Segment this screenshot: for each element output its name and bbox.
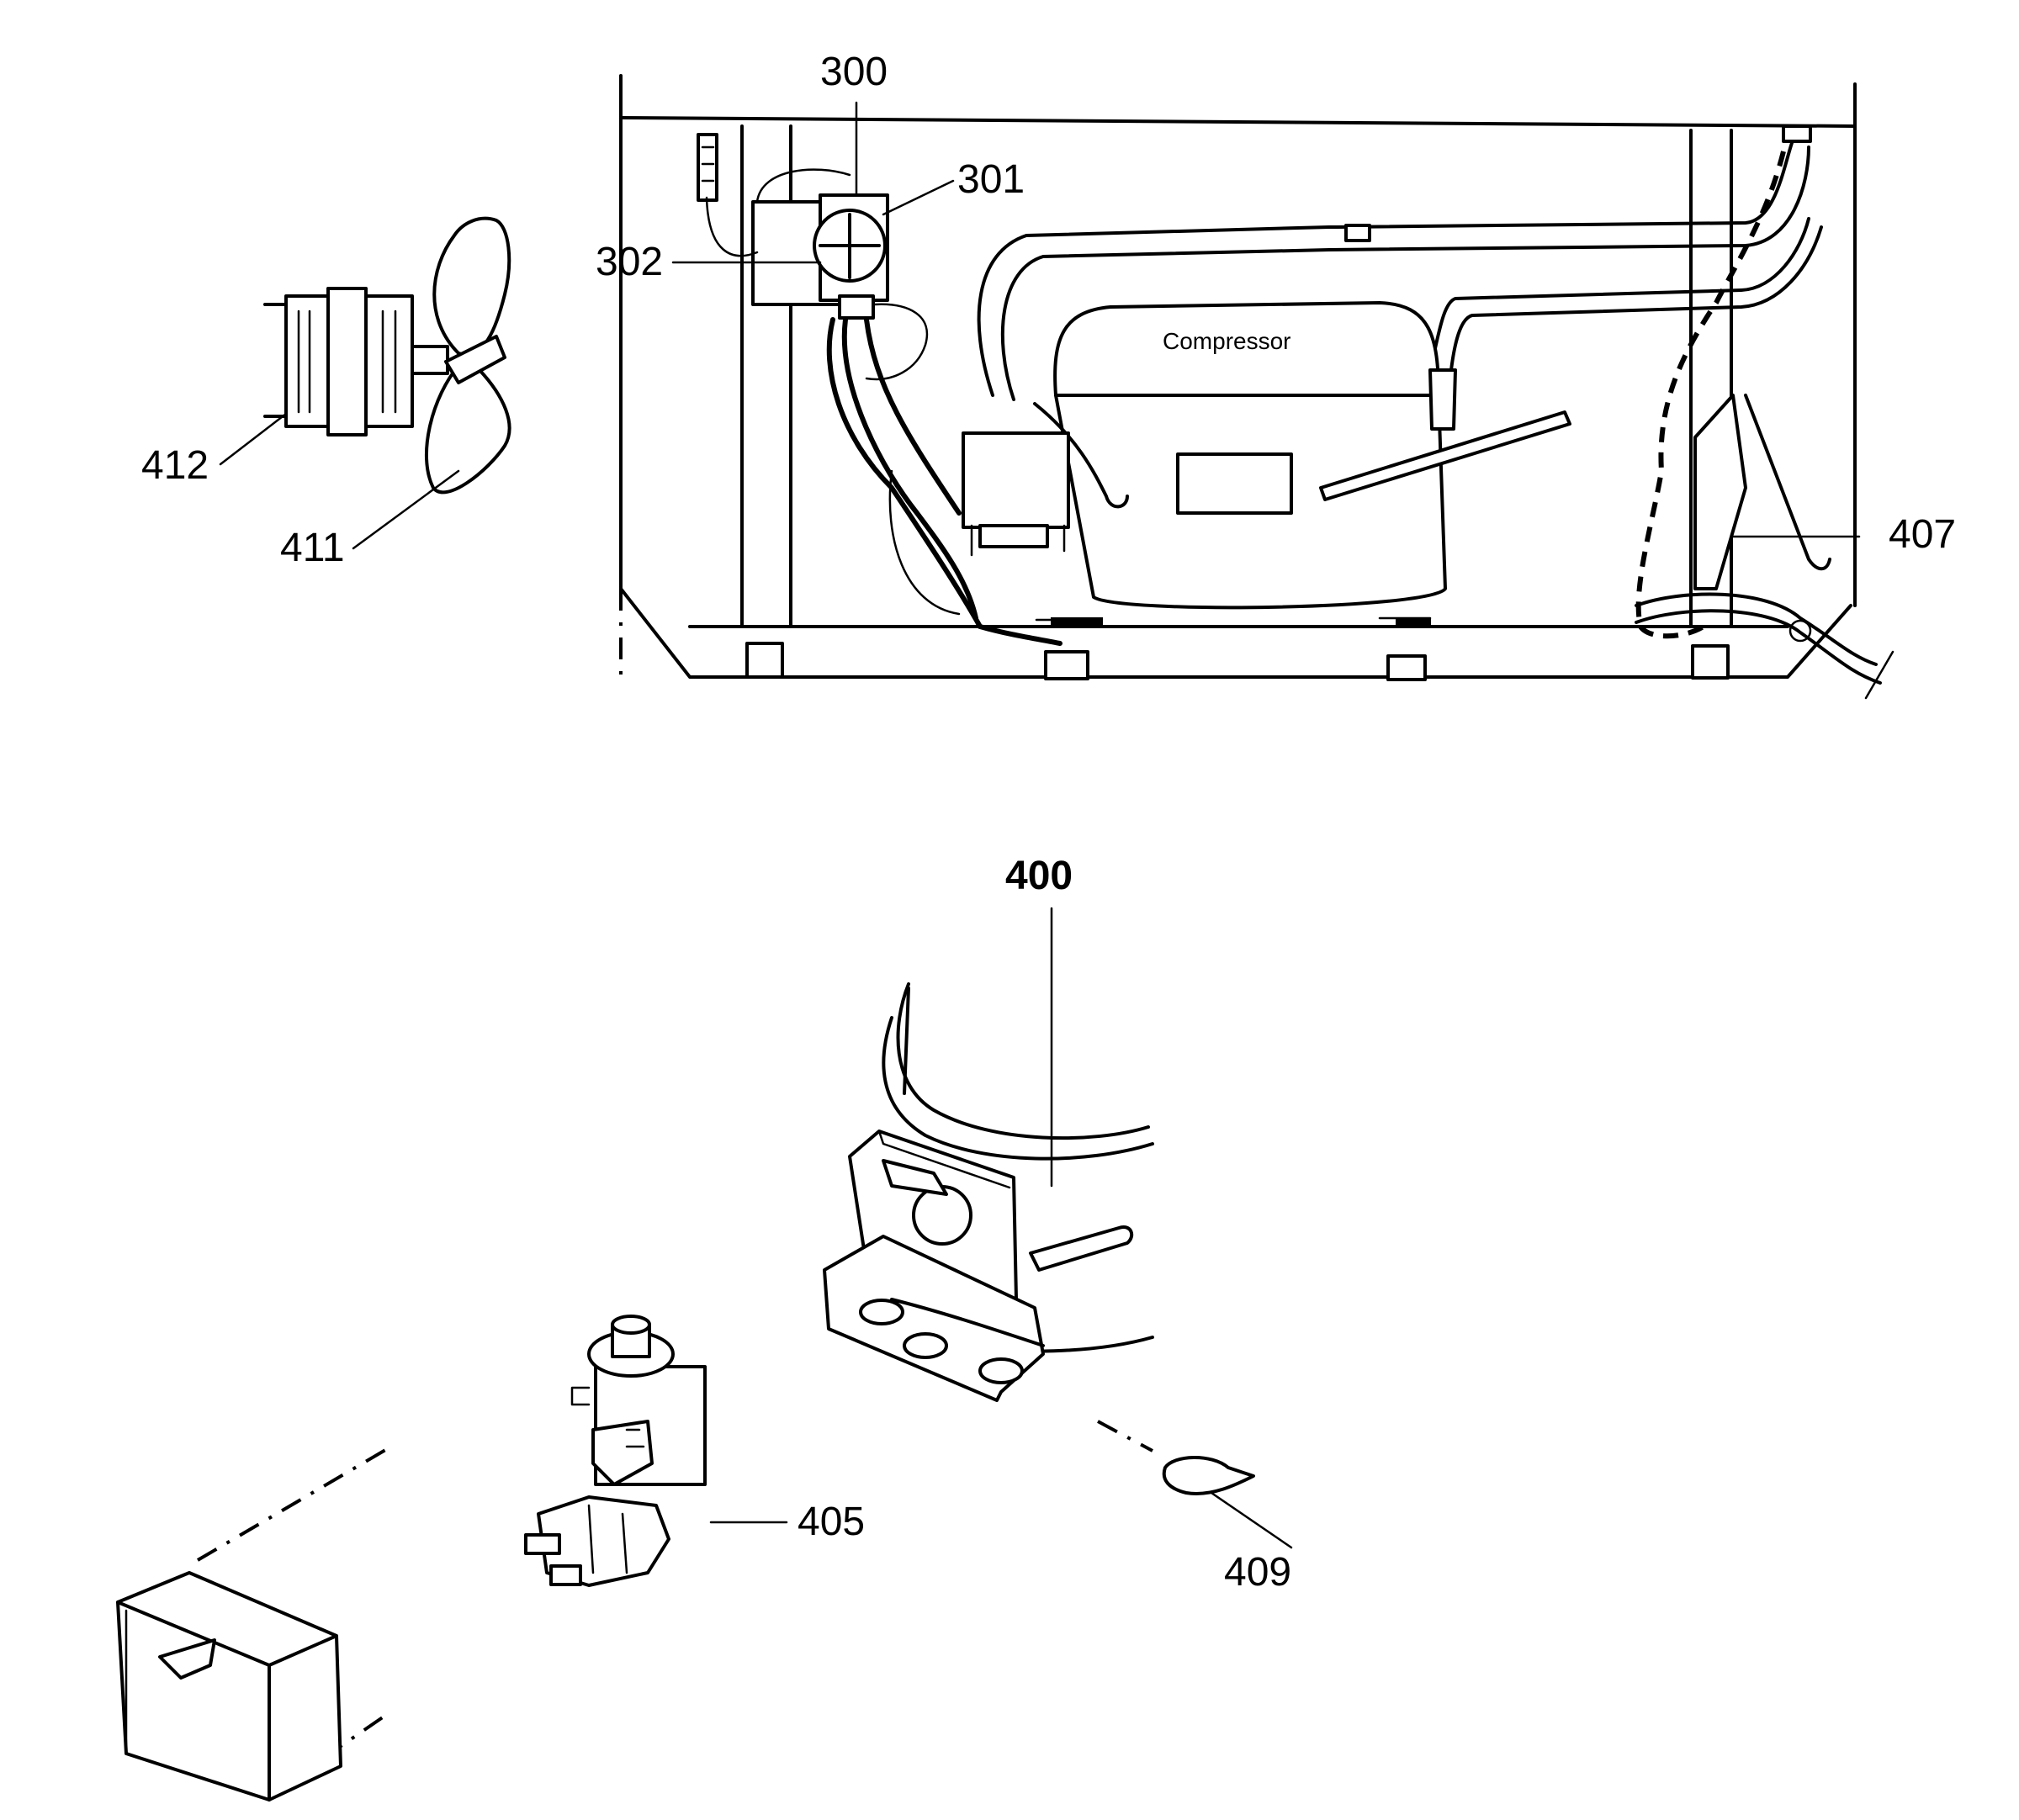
- water-valve: [524, 1315, 707, 1587]
- part-number-302: 302: [596, 240, 664, 284]
- part-number-400: 400: [1005, 854, 1073, 898]
- part-number-300: 300: [820, 50, 888, 94]
- compressor-detail: [823, 982, 1154, 1402]
- part-number-409: 409: [1224, 1550, 1292, 1595]
- fan-motor-assembly: [263, 216, 511, 495]
- part-number-411: 411: [280, 526, 345, 570]
- leader-lines: [219, 101, 1861, 1549]
- part-number-405: 405: [798, 1500, 866, 1544]
- part-number-407: 407: [1889, 512, 1957, 557]
- part-number-412: 412: [141, 443, 209, 488]
- machine-compartment: [619, 74, 1894, 700]
- clip-part: [1097, 1420, 1255, 1495]
- part-number-301: 301: [957, 157, 1025, 202]
- cover-box: [116, 1445, 393, 1801]
- compressor-label: Compressor: [1163, 328, 1291, 354]
